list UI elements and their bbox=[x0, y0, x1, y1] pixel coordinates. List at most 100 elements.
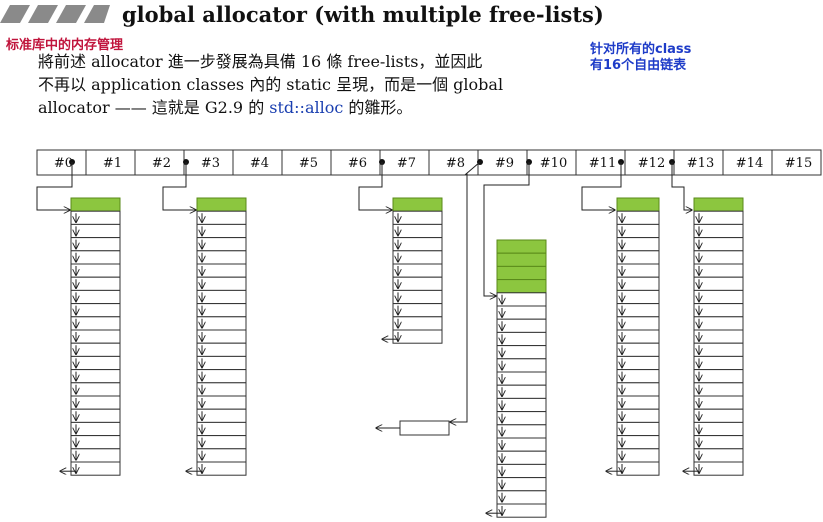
free-block bbox=[196, 421, 247, 437]
head-pointer-arrow bbox=[581, 162, 622, 210]
free-block bbox=[693, 421, 744, 437]
free-block bbox=[70, 382, 121, 397]
free-block bbox=[616, 223, 660, 239]
free-block bbox=[693, 316, 744, 331]
head-pointer-arrow bbox=[36, 162, 73, 210]
free-list-index: #9 bbox=[495, 156, 514, 171]
free-block bbox=[496, 318, 547, 333]
free-block bbox=[616, 369, 660, 384]
free-list-index: #10 bbox=[540, 156, 567, 171]
free-list-index: #13 bbox=[687, 156, 714, 171]
free-block bbox=[616, 263, 660, 278]
note: 针对所有的class 有16个自由链表 bbox=[590, 42, 691, 74]
free-block bbox=[616, 421, 660, 437]
allocated-block bbox=[196, 197, 247, 212]
free-block bbox=[196, 250, 247, 265]
code-identifier: std::alloc bbox=[269, 98, 344, 117]
free-block bbox=[196, 329, 247, 344]
free-block bbox=[616, 382, 660, 397]
allocated-block bbox=[70, 197, 121, 212]
free-block bbox=[693, 329, 744, 344]
free-block bbox=[616, 316, 660, 331]
free-list-index: #12 bbox=[638, 156, 665, 171]
allocated-block bbox=[496, 239, 547, 254]
free-list-cell bbox=[330, 149, 381, 176]
free-block bbox=[70, 250, 121, 265]
free-block bbox=[616, 289, 660, 305]
free-block bbox=[616, 408, 660, 423]
allocated-block bbox=[693, 197, 744, 212]
head-pointer-arrow bbox=[483, 162, 530, 296]
free-list-index: #5 bbox=[299, 156, 318, 171]
free-block bbox=[496, 358, 547, 373]
free-block bbox=[70, 263, 121, 278]
free-block bbox=[196, 435, 247, 450]
free-block bbox=[693, 395, 744, 410]
free-block bbox=[616, 355, 660, 371]
free-block bbox=[616, 276, 660, 291]
free-list-index: #14 bbox=[736, 156, 763, 171]
free-block bbox=[496, 292, 547, 307]
free-block bbox=[70, 289, 121, 305]
free-block bbox=[496, 463, 547, 479]
free-block bbox=[70, 408, 121, 423]
free-block bbox=[693, 369, 744, 384]
free-list-cell bbox=[232, 149, 283, 176]
free-block bbox=[70, 223, 121, 239]
free-list-index: #4 bbox=[250, 156, 269, 171]
free-block bbox=[693, 448, 744, 463]
free-block bbox=[392, 289, 443, 305]
free-list-cell bbox=[477, 149, 528, 176]
free-list-index: #0 bbox=[54, 156, 73, 171]
free-block bbox=[616, 435, 660, 450]
free-list-index: #7 bbox=[397, 156, 416, 171]
free-list-cell bbox=[624, 149, 675, 176]
free-block bbox=[496, 490, 547, 505]
free-block bbox=[496, 477, 547, 492]
free-block bbox=[693, 276, 744, 291]
free-block bbox=[496, 503, 547, 518]
free-block bbox=[496, 345, 547, 360]
free-block bbox=[70, 435, 121, 450]
allocated-block bbox=[496, 265, 547, 281]
free-block bbox=[70, 448, 121, 463]
free-block bbox=[196, 382, 247, 397]
free-block bbox=[399, 420, 450, 436]
free-block bbox=[693, 435, 744, 450]
free-block bbox=[496, 384, 547, 399]
free-block bbox=[70, 355, 121, 371]
free-block bbox=[392, 210, 443, 225]
free-block bbox=[392, 250, 443, 265]
free-block bbox=[616, 303, 660, 318]
free-block bbox=[196, 276, 247, 291]
slide-title: global allocator (with multiple free-lis… bbox=[122, 2, 604, 27]
free-block bbox=[616, 395, 660, 410]
free-block bbox=[392, 329, 443, 344]
free-block bbox=[70, 369, 121, 384]
free-block bbox=[196, 263, 247, 278]
description-line-3-end: 的雛形。 bbox=[343, 98, 413, 117]
free-block bbox=[693, 408, 744, 423]
free-block bbox=[196, 210, 247, 225]
note-line-2: 有16个自由链表 bbox=[590, 58, 687, 73]
free-block bbox=[196, 342, 247, 357]
free-block bbox=[196, 408, 247, 423]
free-list-cell bbox=[575, 149, 626, 176]
free-block bbox=[70, 303, 121, 318]
free-block bbox=[693, 461, 744, 476]
allocated-block bbox=[496, 252, 547, 267]
free-block bbox=[392, 303, 443, 318]
free-block bbox=[196, 289, 247, 305]
head-pointer-arrow bbox=[358, 162, 392, 210]
free-block bbox=[196, 355, 247, 371]
free-block bbox=[70, 395, 121, 410]
section-tag: 标准库中的内存管理 bbox=[6, 38, 124, 53]
free-block bbox=[693, 289, 744, 305]
free-list-index: #6 bbox=[348, 156, 367, 171]
head-pointer-arrow bbox=[162, 162, 196, 210]
free-block bbox=[70, 329, 121, 344]
free-block bbox=[196, 448, 247, 463]
description-line-2: 不再以 application classes 內的 static 呈現，而是一… bbox=[38, 75, 504, 94]
free-block bbox=[196, 369, 247, 384]
